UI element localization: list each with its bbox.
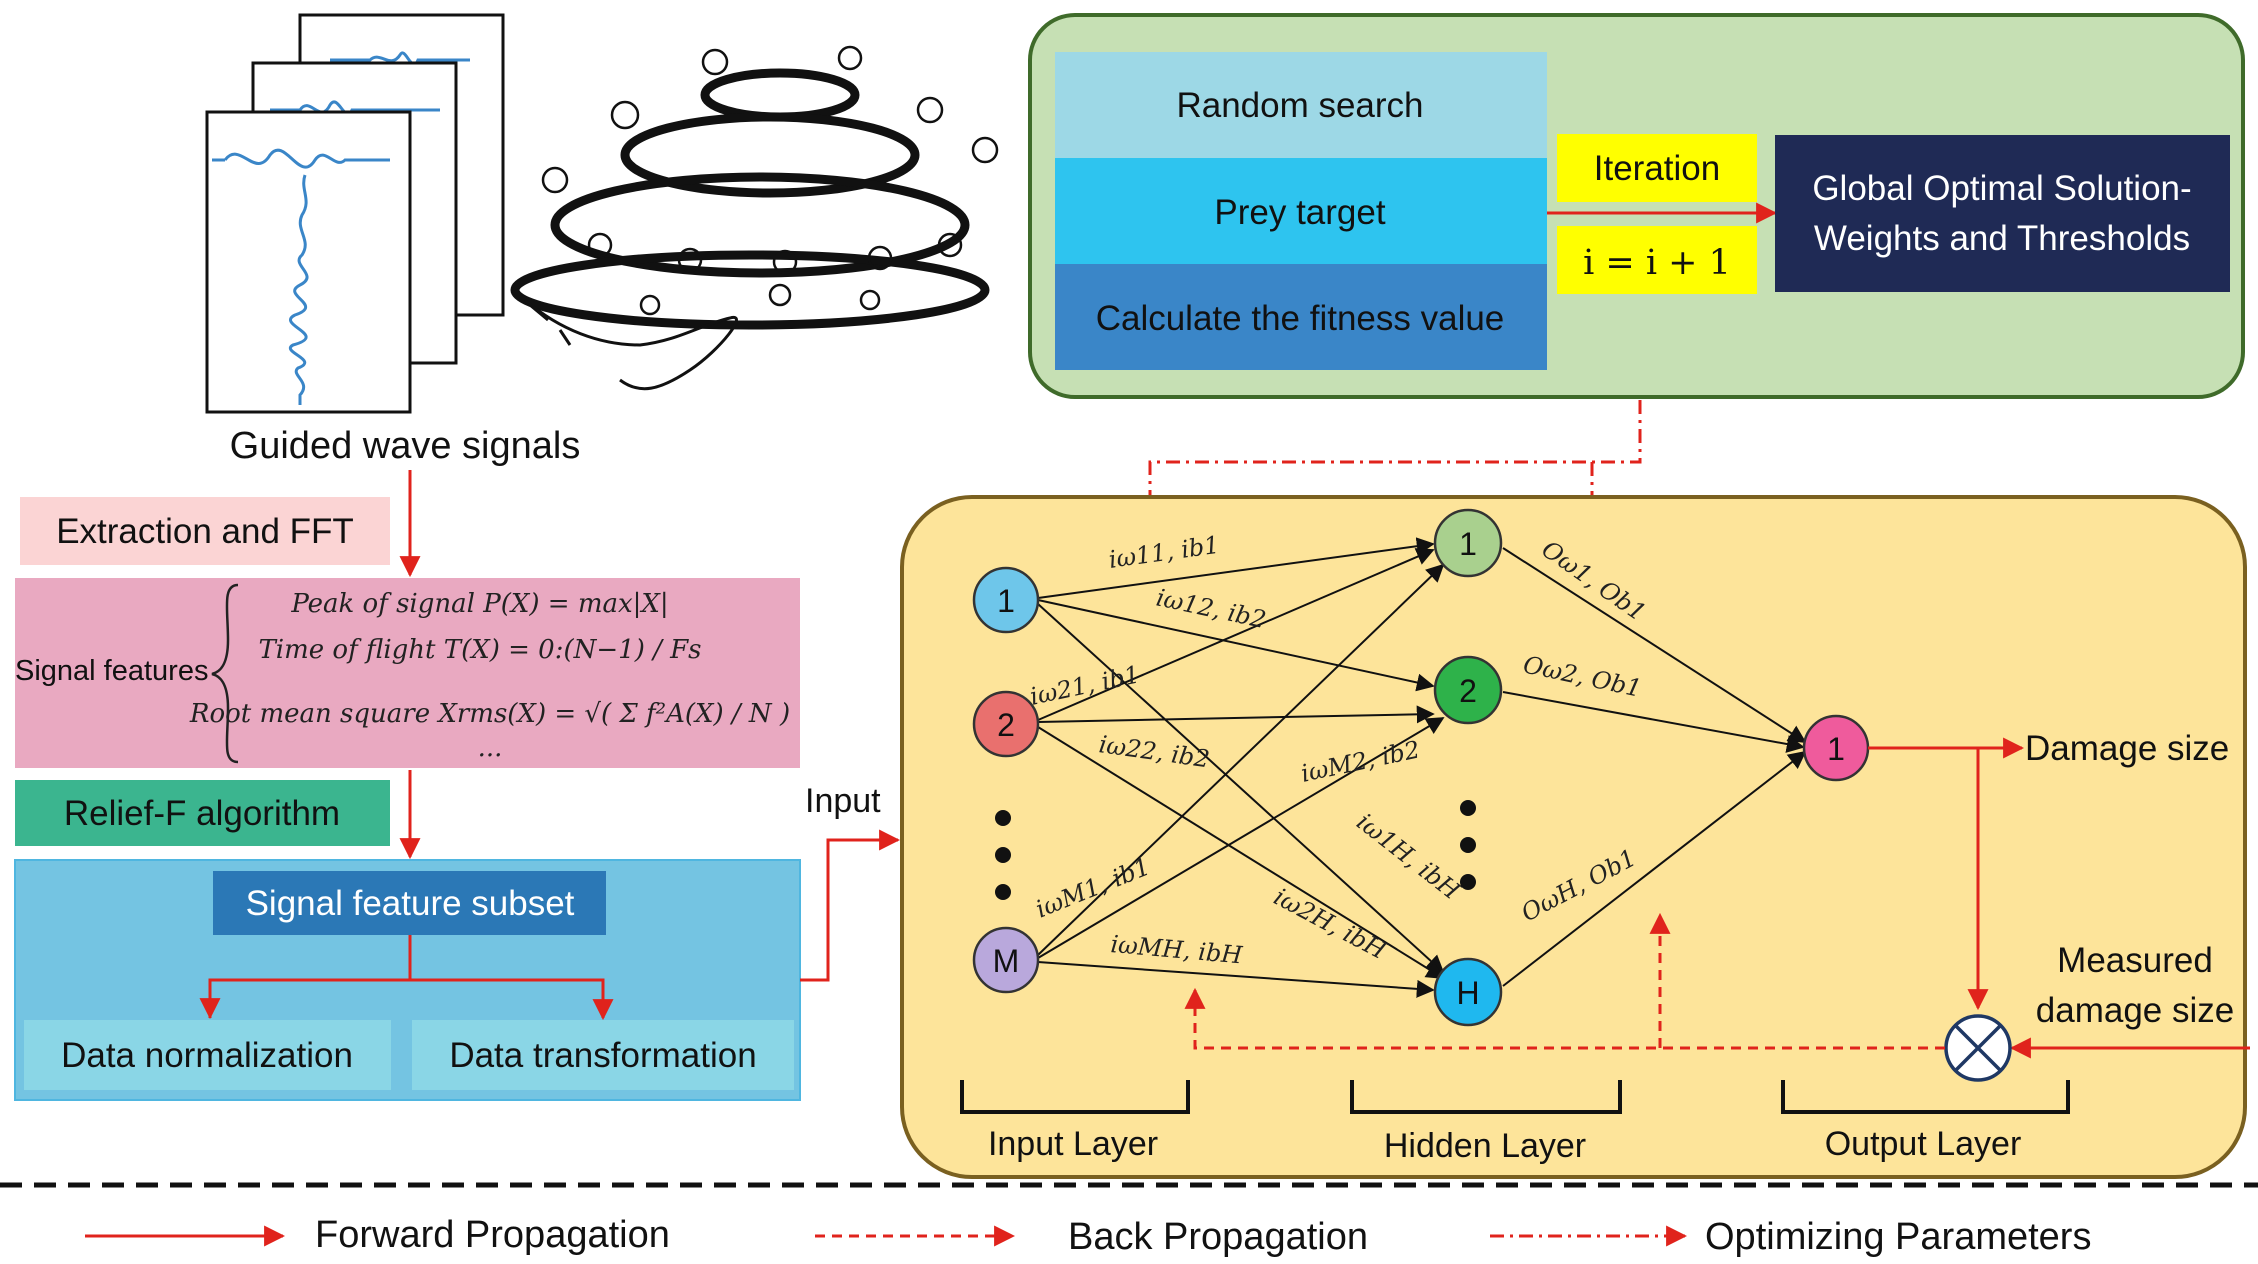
hidden-node-H: H [1433, 957, 1503, 1027]
legend-back-label: Back Propagation [1068, 1216, 1368, 1258]
hidden-ellipsis-dots [1460, 800, 1476, 890]
svg-text:1: 1 [1827, 731, 1845, 767]
network-connections [1037, 537, 1807, 998]
random-search-label: Random search [1176, 86, 1423, 125]
normalization-box [24, 1020, 391, 1090]
relief-f-box [15, 780, 390, 846]
network-panel [900, 495, 2247, 1179]
signal-sheets-illustration [205, 13, 505, 414]
extraction-fft-label: Extraction and FFT [56, 512, 354, 551]
input-node-1: 1 [972, 566, 1040, 634]
layer-brackets [960, 1080, 2070, 1114]
back-propagation-arrows [1184, 912, 1945, 1050]
feature-tof: Time of flight T(X) = 0:(N−1) / Fs [258, 635, 701, 665]
svg-text:2: 2 [997, 707, 1015, 743]
output-node-1: 1 [1802, 714, 1870, 782]
feature-subset-label: Signal feature subset [246, 884, 575, 923]
input-label: Input [805, 782, 881, 820]
normalization-label: Data normalization [61, 1036, 353, 1075]
transformation-label: Data transformation [449, 1036, 756, 1075]
output-arrows [1868, 737, 2250, 1059]
transformation-box [412, 1020, 794, 1090]
signal-features-box [15, 578, 800, 768]
signals-caption: Guided wave signals [230, 425, 581, 467]
input-ellipsis-dots [995, 810, 1011, 900]
svg-text:H: H [1456, 975, 1479, 1011]
hidden-layer-label: Hidden Layer [1384, 1127, 1586, 1165]
global-solution-line1: Global Optimal Solution- [1812, 169, 2191, 208]
feature-ellipsis: ... [478, 733, 503, 763]
svg-text:1: 1 [1459, 526, 1477, 562]
comparator-icon [1944, 1014, 2012, 1082]
output-layer-label: Output Layer [1825, 1125, 2022, 1163]
feature-brace [211, 583, 239, 764]
svg-text:1: 1 [997, 583, 1015, 619]
legend-optimizing-label: Optimizing Parameters [1705, 1216, 2091, 1258]
global-solution-box [1775, 135, 2230, 292]
iteration-label: Iteration [1594, 149, 1720, 188]
feature-subset-box [213, 871, 606, 935]
feature-peak: Peak of signal P(X) = max|X| [290, 589, 668, 619]
relief-f-label: Relief-F algorithm [64, 794, 340, 833]
feature-rms: Root mean square Xrms(X) = √( Σ f²A(X) /… [189, 699, 790, 729]
fitness-label: Calculate the fitness value [1096, 299, 1505, 338]
measured-line1: Measured [2057, 941, 2213, 980]
input-node-2: 2 [972, 690, 1040, 758]
input-layer-label: Input Layer [988, 1125, 1158, 1163]
input-node-M: M [972, 926, 1040, 994]
damage-size-label: Damage size [2025, 729, 2229, 768]
global-solution-line2: Weights and Thresholds [1814, 219, 2190, 258]
legend-forward-label: Forward Propagation [315, 1214, 670, 1256]
hidden-node-2: 2 [1433, 655, 1503, 725]
random-search-box [1055, 52, 1547, 158]
increment-label: i = i + 1 [1583, 243, 1731, 283]
extraction-fft-box [20, 497, 390, 565]
svg-text:M: M [993, 943, 1020, 979]
hidden-node-1: 1 [1433, 508, 1503, 578]
increment-box [1557, 226, 1757, 294]
iteration-box [1557, 134, 1757, 202]
signal-features-label: Signal features [15, 655, 208, 687]
svg-text:2: 2 [1459, 673, 1477, 709]
whale-spiral-illustration [510, 45, 999, 391]
measured-line2: damage size [2036, 991, 2234, 1030]
prey-target-label: Prey target [1214, 193, 1385, 232]
preprocess-arrows [199, 470, 901, 1021]
prey-target-box [1055, 158, 1547, 264]
fitness-box [1055, 264, 1547, 370]
